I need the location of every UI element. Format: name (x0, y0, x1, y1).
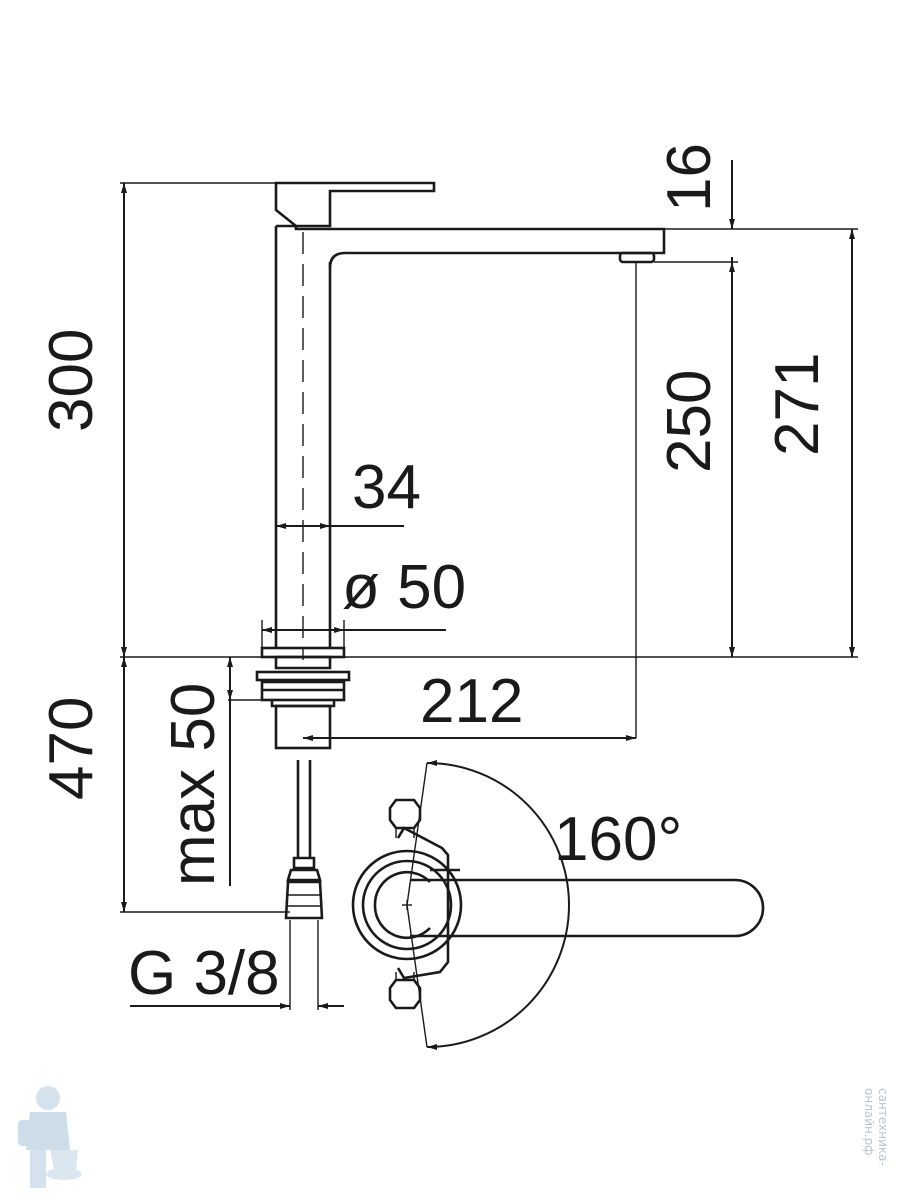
faucet-side-view (255, 181, 666, 920)
dim-height-total: 300 (37, 329, 106, 432)
plumber-mascot-icon (18, 1086, 82, 1188)
dim-reach: 212 (420, 667, 523, 736)
dim-rotation: 160° (554, 805, 682, 874)
dim-connection: G 3/8 (128, 939, 280, 1008)
dim-handle-height: 16 (655, 143, 724, 212)
dim-spout-overall: 271 (763, 353, 832, 456)
dim-body-width: 34 (352, 453, 421, 522)
dim-base-diameter: ø 50 (342, 553, 466, 622)
dim-below-deck: 470 (37, 697, 106, 800)
faucet-top-view (351, 760, 765, 1050)
dim-max-deck: max 50 (159, 683, 228, 886)
dimension-lines (120, 160, 858, 1010)
watermark-text: сантехника-онлайн.рф (862, 1088, 890, 1166)
dim-spout-height: 250 (655, 370, 724, 473)
